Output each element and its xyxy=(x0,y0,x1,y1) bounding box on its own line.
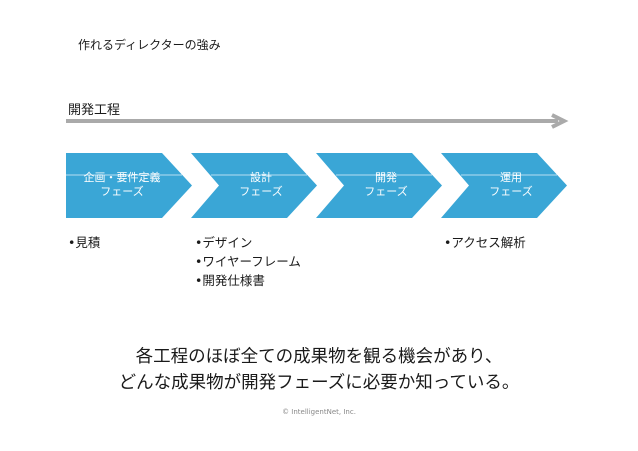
phase-name: 運用 xyxy=(500,171,522,184)
phase-suffix: フェーズ xyxy=(489,185,533,198)
timeline-arrow-icon xyxy=(66,113,569,129)
phase-name: 企画・要件定義 xyxy=(83,171,161,184)
phase-chevron-operation: 運用 フェーズ xyxy=(441,153,569,218)
deliverable-item: •デザイン xyxy=(195,235,253,250)
chevron-shape-icon xyxy=(316,153,442,218)
chevron-shape-icon xyxy=(191,153,317,218)
slide-title: 作れるディレクターの強み xyxy=(78,38,221,52)
phase-chevron-design: 設計 フェーズ xyxy=(191,153,319,218)
deliverables-planning: •見積 xyxy=(68,233,100,252)
copyright-notice: © IntelligentNet, Inc. xyxy=(282,408,356,416)
summary-line: どんな成果物が開発フェーズに必要か知っている。 xyxy=(118,373,520,393)
phase-chevron-development: 開発 フェーズ xyxy=(316,153,444,218)
phase-suffix: フェーズ xyxy=(364,185,408,198)
deliverable-item: •アクセス解析 xyxy=(444,235,526,250)
deliverable-item: •見積 xyxy=(68,235,101,250)
summary-line: 各工程のほぼ全ての成果物を観る機会があり、 xyxy=(135,347,503,367)
deliverable-item: •開発仕様書 xyxy=(195,273,265,288)
phase-suffix: フェーズ xyxy=(239,185,283,198)
chevron-shape-icon xyxy=(441,153,567,218)
phase-chevron-planning: 企画・要件定義 フェーズ xyxy=(66,153,194,218)
phase-suffix: フェーズ xyxy=(100,185,144,198)
deliverables-design: •デザイン •ワイヤーフレーム •開発仕様書 xyxy=(195,233,301,290)
deliverables-operation: •アクセス解析 xyxy=(444,233,526,252)
summary-text: 各工程のほぼ全ての成果物を観る機会があり、 どんな成果物が開発フェーズに必要か知… xyxy=(0,344,638,396)
phase-name: 設計 xyxy=(250,171,272,184)
phase-name: 開発 xyxy=(375,171,397,184)
deliverable-item: •ワイヤーフレーム xyxy=(195,254,301,269)
process-label: 開発工程 xyxy=(68,103,121,118)
chevron-shape-icon xyxy=(66,153,192,218)
